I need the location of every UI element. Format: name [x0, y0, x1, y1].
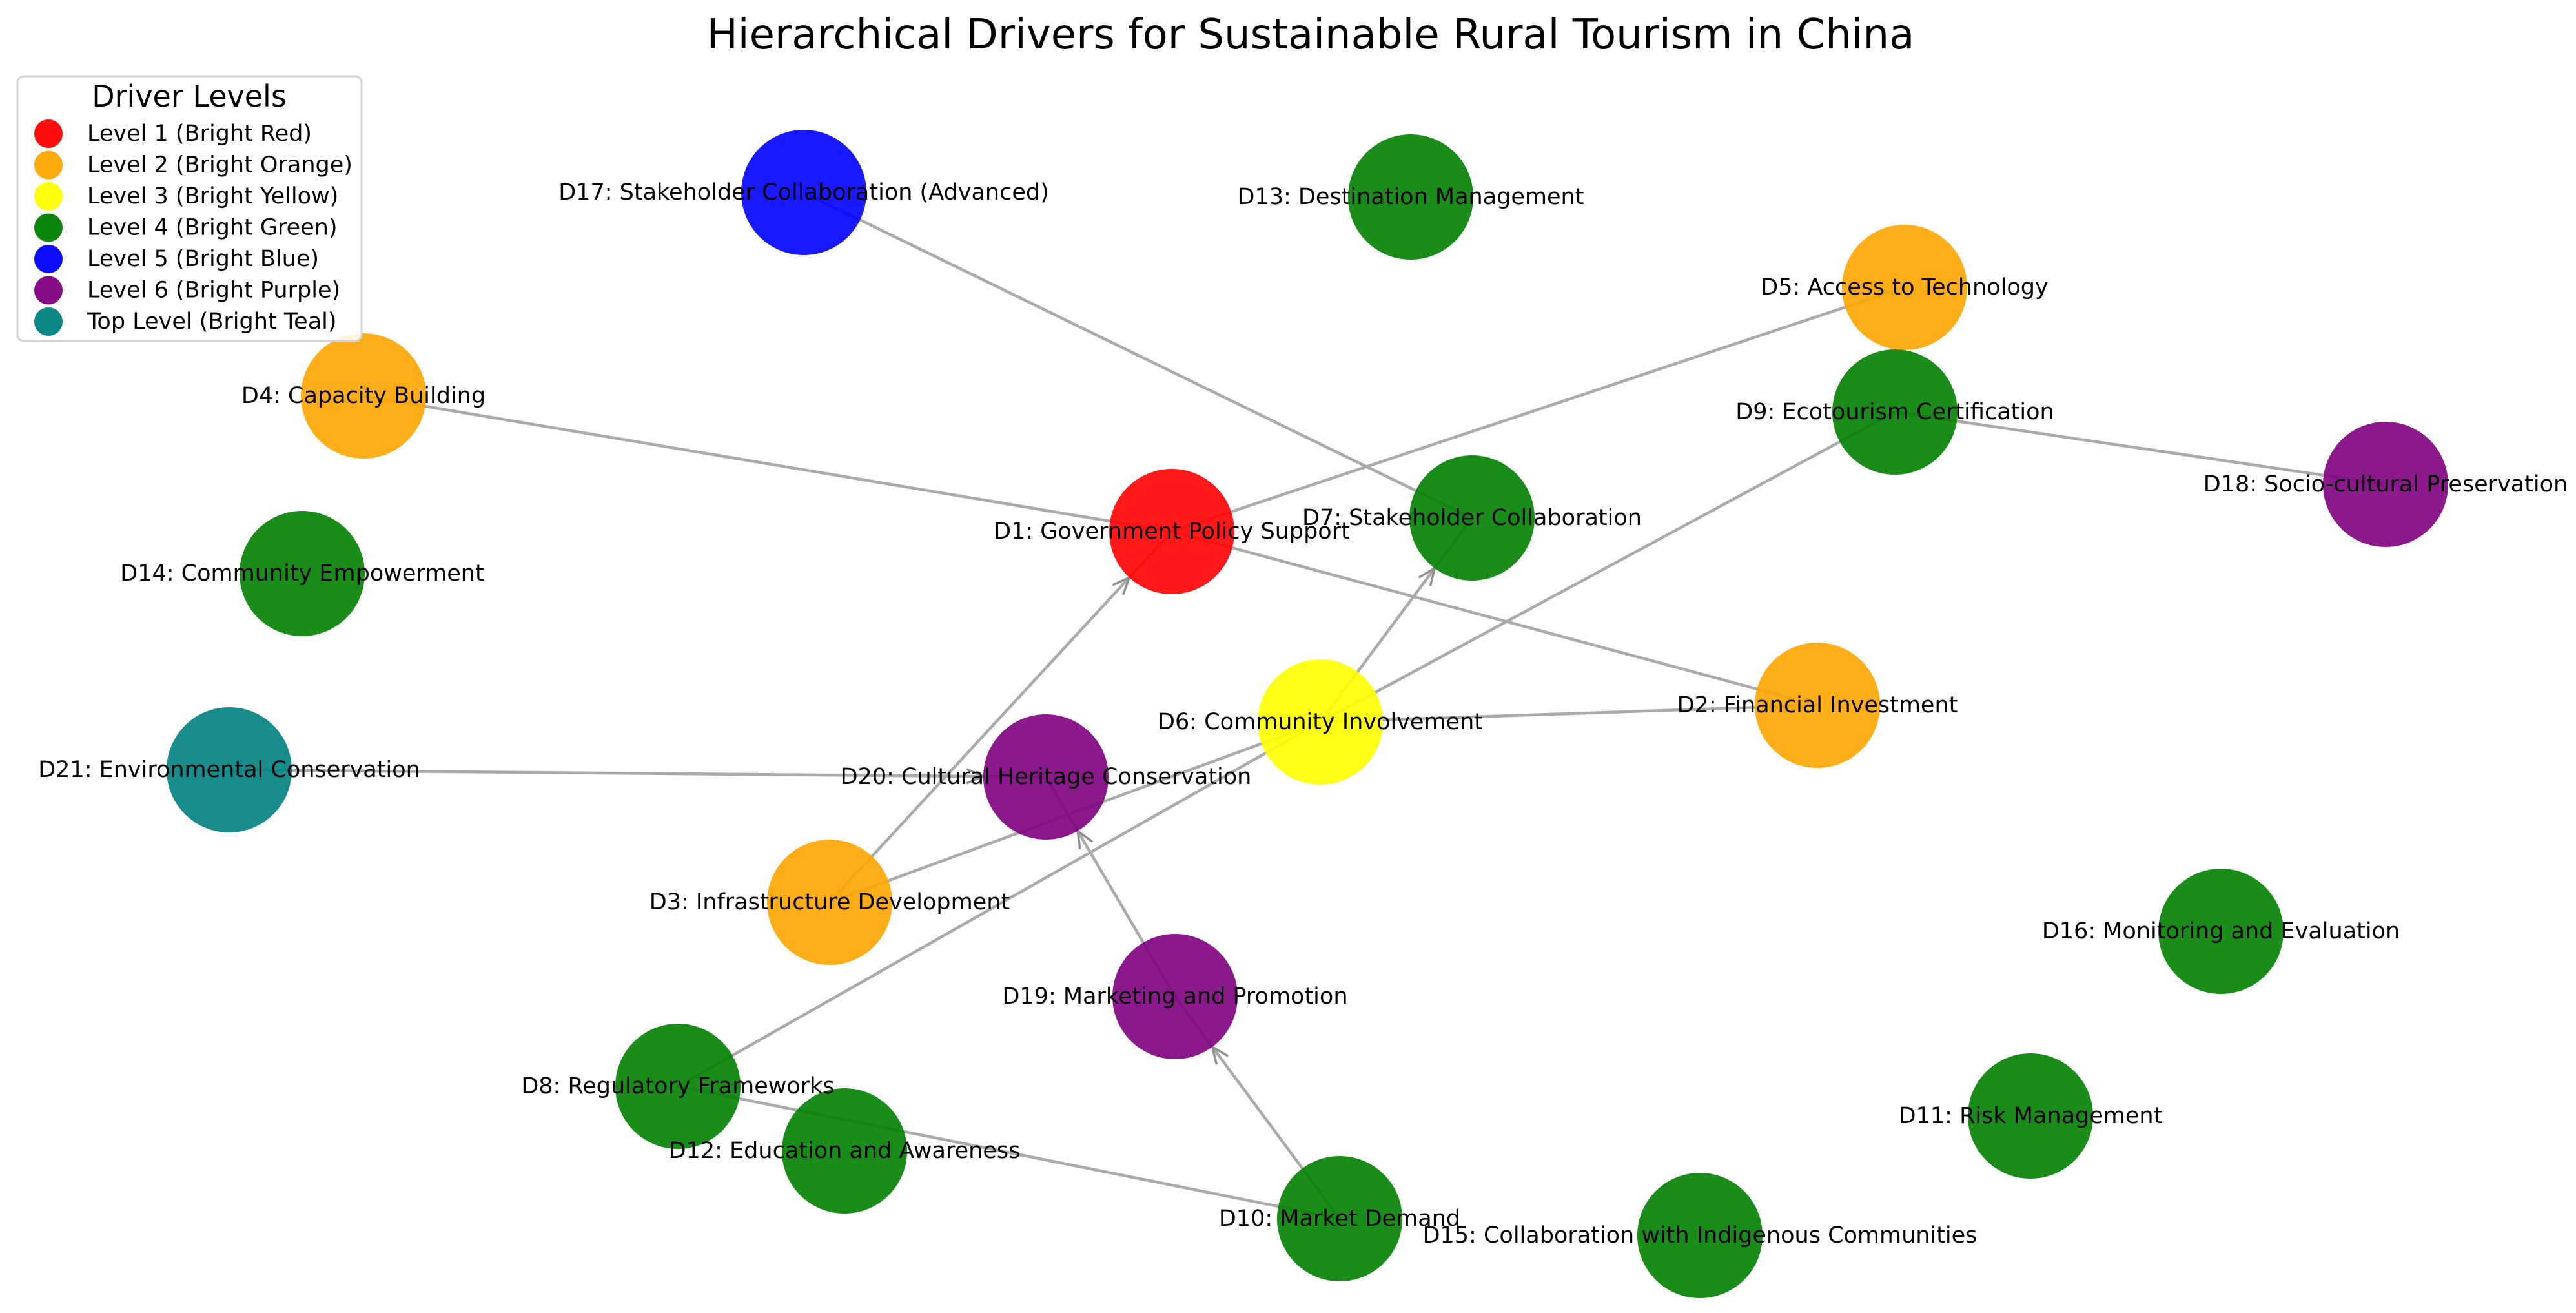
node-d20[interactable] [983, 714, 1109, 840]
arrowhead-d6-d7 [1418, 566, 1436, 586]
node-d6[interactable] [1258, 659, 1383, 785]
legend-label-1: Level 1 (Bright Red) [87, 121, 312, 147]
node-label-d2: D2: Financial Investment [1677, 692, 1958, 718]
node-label-d16: D16: Monitoring and Evaluation [2042, 918, 2400, 944]
node-label-d18: D18: Socio-cultural Preservation [2203, 471, 2568, 497]
node-d17[interactable] [741, 130, 866, 255]
legend-marker-4 [34, 213, 63, 242]
legend-marker-5 [34, 245, 63, 273]
node-label-d9: D9: Ecotourism Certification [1735, 399, 2054, 425]
node-d18[interactable] [2323, 422, 2448, 547]
legend-frame [16, 75, 363, 342]
node-label-d20: D20: Cultural Heritage Conservation [841, 764, 1252, 790]
node-d4[interactable] [301, 333, 426, 459]
node-label-d5: D5: Access to Technology [1761, 274, 2048, 300]
edge-d6-d8 [677, 721, 1322, 1088]
legend-marker-3 [34, 182, 63, 211]
edge-d3-d1 [828, 530, 1173, 904]
node-label-d3: D3: Infrastructure Development [649, 889, 1010, 915]
edge-d17-d7 [803, 191, 1473, 520]
node-label-d11: D11: Risk Management [1899, 1103, 2163, 1129]
node-d9[interactable] [1832, 349, 1958, 475]
node-d7[interactable] [1409, 455, 1535, 581]
legend-label-7: Top Level (Bright Teal) [87, 309, 337, 335]
legend-label-6: Level 6 (Bright Purple) [87, 278, 340, 304]
legend-label-2: Level 2 (Bright Orange) [87, 152, 353, 178]
node-d8[interactable] [615, 1024, 741, 1149]
legend-marker-7 [34, 307, 63, 336]
edge-d9-d18 [1894, 410, 2386, 486]
legend: Driver Levels Level 1 (Bright Red)Level … [16, 75, 363, 342]
node-label-d8: D8: Regulatory Frameworks [521, 1073, 834, 1099]
edge-d6-d9 [1319, 411, 1896, 723]
node-d12[interactable] [782, 1088, 907, 1214]
node-label-d13: D13: Destination Management [1238, 184, 1584, 210]
legend-items: Level 1 (Bright Red) Level 2 (Bright Oran… [34, 119, 353, 336]
node-d13[interactable] [1348, 134, 1473, 260]
diagram-title: Hierarchical Drivers for Sustainable Rur… [707, 11, 1915, 59]
node-label-d14: D14: Community Empowerment [120, 561, 484, 586]
node-label-d21: D21: Environmental Conservation [38, 757, 420, 783]
node-label-d4: D4: Capacity Building [241, 383, 486, 409]
node-d2[interactable] [1755, 643, 1880, 768]
node-d19[interactable] [1112, 934, 1238, 1059]
legend-title: Driver Levels [92, 79, 287, 114]
legend-marker-2 [34, 150, 63, 180]
node-d1[interactable] [1109, 469, 1234, 594]
node-label-d1: D1: Government Policy Support [994, 519, 1350, 544]
node-d21[interactable] [167, 707, 292, 832]
node-label-d12: D12: Education and Awareness [669, 1138, 1021, 1164]
edge-d1-d2 [1171, 530, 1818, 707]
node-d16[interactable] [2158, 869, 2284, 994]
node-d5[interactable] [1842, 225, 1967, 350]
node-label-d7: D7: Stakeholder Collaboration [1302, 505, 1642, 531]
edge-d1-d4 [363, 394, 1172, 533]
edge-d8-d10 [677, 1084, 1340, 1221]
node-d14[interactable] [240, 511, 365, 636]
edge-d21-d20 [229, 768, 1047, 779]
node-d10[interactable] [1277, 1156, 1402, 1281]
node-d11[interactable] [1968, 1053, 2093, 1179]
edge-d6-d2 [1320, 703, 1818, 724]
legend-marker-1 [34, 119, 63, 148]
legend-label-5: Level 5 (Bright Blue) [87, 246, 319, 272]
node-label-d17: D17: Stakeholder Collaboration (Advanced… [558, 180, 1049, 205]
node-label-d10: D10: Market Demand [1219, 1206, 1460, 1232]
legend-marker-6 [34, 276, 63, 305]
node-d3[interactable] [767, 840, 892, 965]
nodes-layer [167, 130, 2448, 1298]
node-label-d19: D19: Marketing and Promotion [1002, 984, 1347, 1009]
node-d15[interactable] [1637, 1173, 1763, 1298]
arrowhead-d19-d20 [1076, 828, 1093, 849]
node-label-d15: D15: Collaboration with Indigenous Commu… [1423, 1223, 1978, 1248]
edge-d1-d5 [1171, 285, 1905, 533]
arrowhead-d21-d20 [966, 768, 986, 785]
legend-label-4: Level 4 (Bright Green) [87, 215, 338, 241]
legend-label-3: Level 3 (Bright Yellow) [87, 183, 338, 209]
node-label-d6: D6: Community Involvement [1158, 709, 1483, 735]
